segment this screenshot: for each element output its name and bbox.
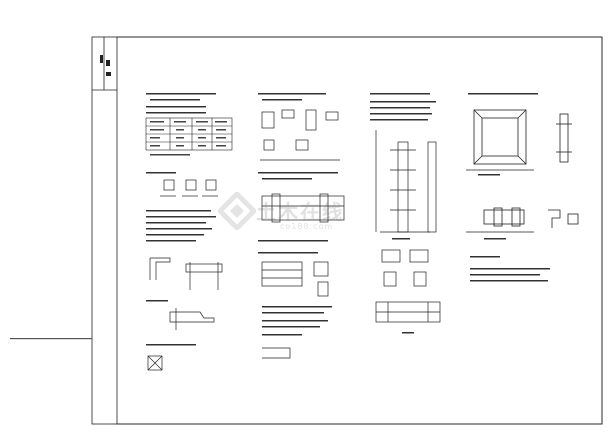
notes-column-1 <box>146 93 216 114</box>
title-block <box>100 55 111 76</box>
watermark-text: 土木在线 <box>256 200 344 224</box>
notes-column-2 <box>258 93 338 336</box>
joint-details-1 <box>147 257 223 371</box>
margin-note <box>10 338 92 340</box>
opening-frame <box>466 109 579 233</box>
notes-column-4 <box>468 93 550 282</box>
beam-details <box>260 109 345 359</box>
watermark-logo-icon <box>216 190 258 232</box>
section-sketches-1 <box>160 179 218 197</box>
column-elevation <box>375 130 441 323</box>
rebar-table <box>145 117 233 151</box>
watermark: 土木在线 co188.com <box>216 190 378 242</box>
watermark-domain: co188.com <box>280 222 334 231</box>
inner-frame <box>116 36 603 425</box>
notes-column-3 <box>370 93 436 121</box>
